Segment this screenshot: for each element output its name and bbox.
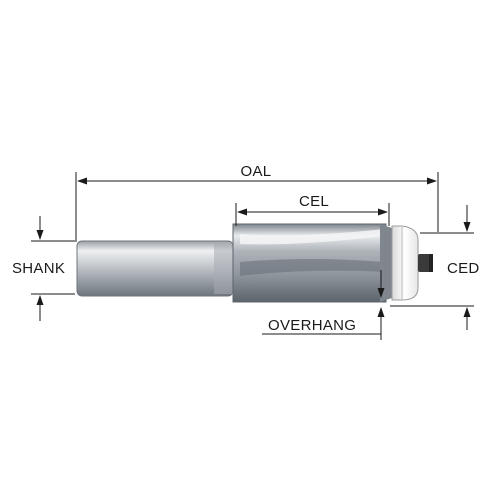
ced-arrow-top — [463, 222, 471, 232]
shank-arrow-top — [36, 230, 44, 240]
ced-label: CED — [447, 260, 480, 277]
flute-highlight — [240, 229, 384, 245]
shank-collar — [214, 243, 234, 294]
overhang-arrow-top — [377, 288, 385, 298]
cel-dimension: CEL — [235, 193, 390, 226]
shank-arrow-bottom — [36, 295, 44, 305]
bearing — [391, 225, 419, 301]
flute-shadow — [240, 259, 384, 276]
cel-label: CEL — [299, 193, 329, 210]
cutter-tip — [380, 224, 392, 302]
oal-label: OAL — [241, 163, 272, 180]
oal-arrow-right — [427, 177, 437, 185]
overhang-label: OVERHANG — [268, 317, 356, 334]
shank-body — [76, 240, 234, 297]
ced-dimension: CED — [390, 205, 480, 330]
overhang-arrow-bottom — [377, 307, 385, 317]
oal-dimension: OAL — [75, 163, 439, 242]
shank-dimension: SHANK — [12, 216, 75, 321]
shank-label: SHANK — [12, 260, 65, 277]
overhang-dimension: OVERHANG — [262, 270, 385, 340]
screw-head-edge — [429, 254, 433, 272]
oal-arrow-left — [77, 177, 87, 185]
ced-arrow-bottom — [463, 307, 471, 317]
cel-arrow-left — [237, 208, 247, 216]
router-bit — [76, 223, 433, 303]
cel-arrow-right — [378, 208, 388, 216]
